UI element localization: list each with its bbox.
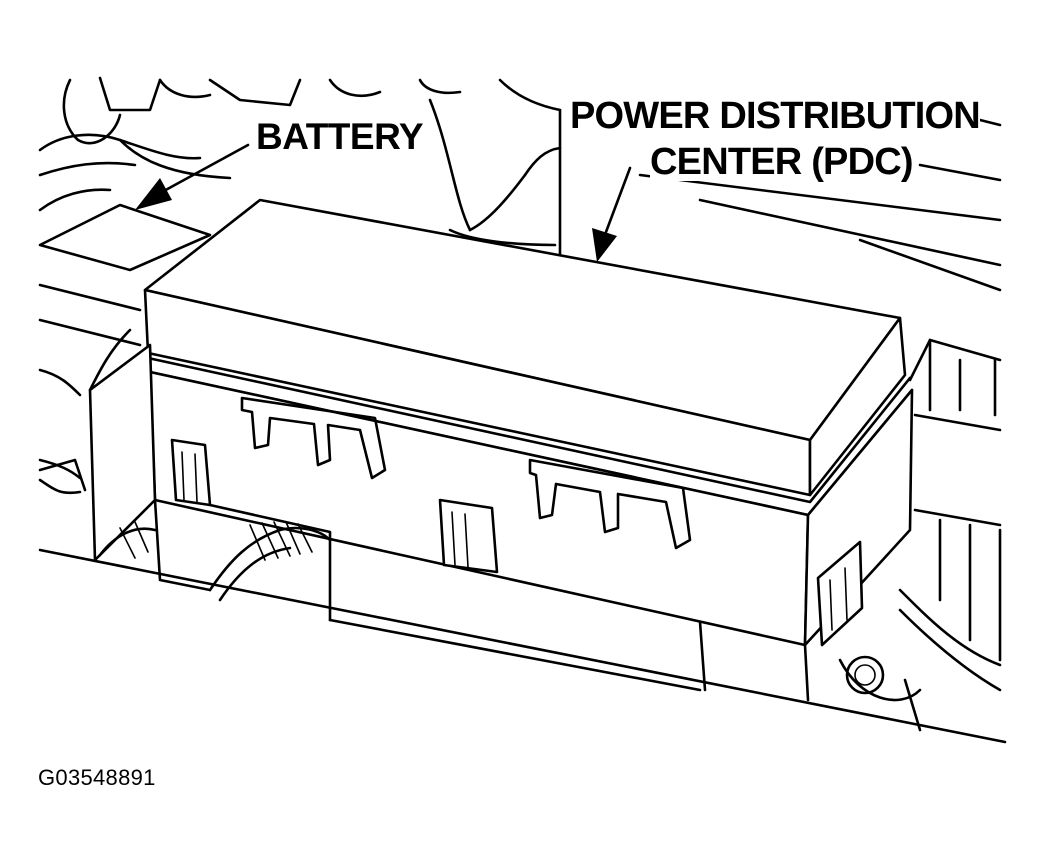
battery-arrow	[160, 143, 250, 194]
pdc-label-line-1: POWER DISTRIBUTION	[570, 95, 981, 137]
callout-arrows	[135, 143, 632, 262]
pdc-label-line-2: CENTER (PDC)	[650, 141, 914, 183]
figure-id: G03548891	[38, 765, 156, 790]
pdc-box	[38, 198, 914, 702]
battery-label: BATTERY	[256, 116, 424, 157]
pdc-arrow	[604, 166, 632, 234]
engine-bay-background	[38, 76, 1007, 744]
battery-arrowhead	[135, 178, 172, 210]
pdc-arrowhead	[592, 228, 617, 262]
